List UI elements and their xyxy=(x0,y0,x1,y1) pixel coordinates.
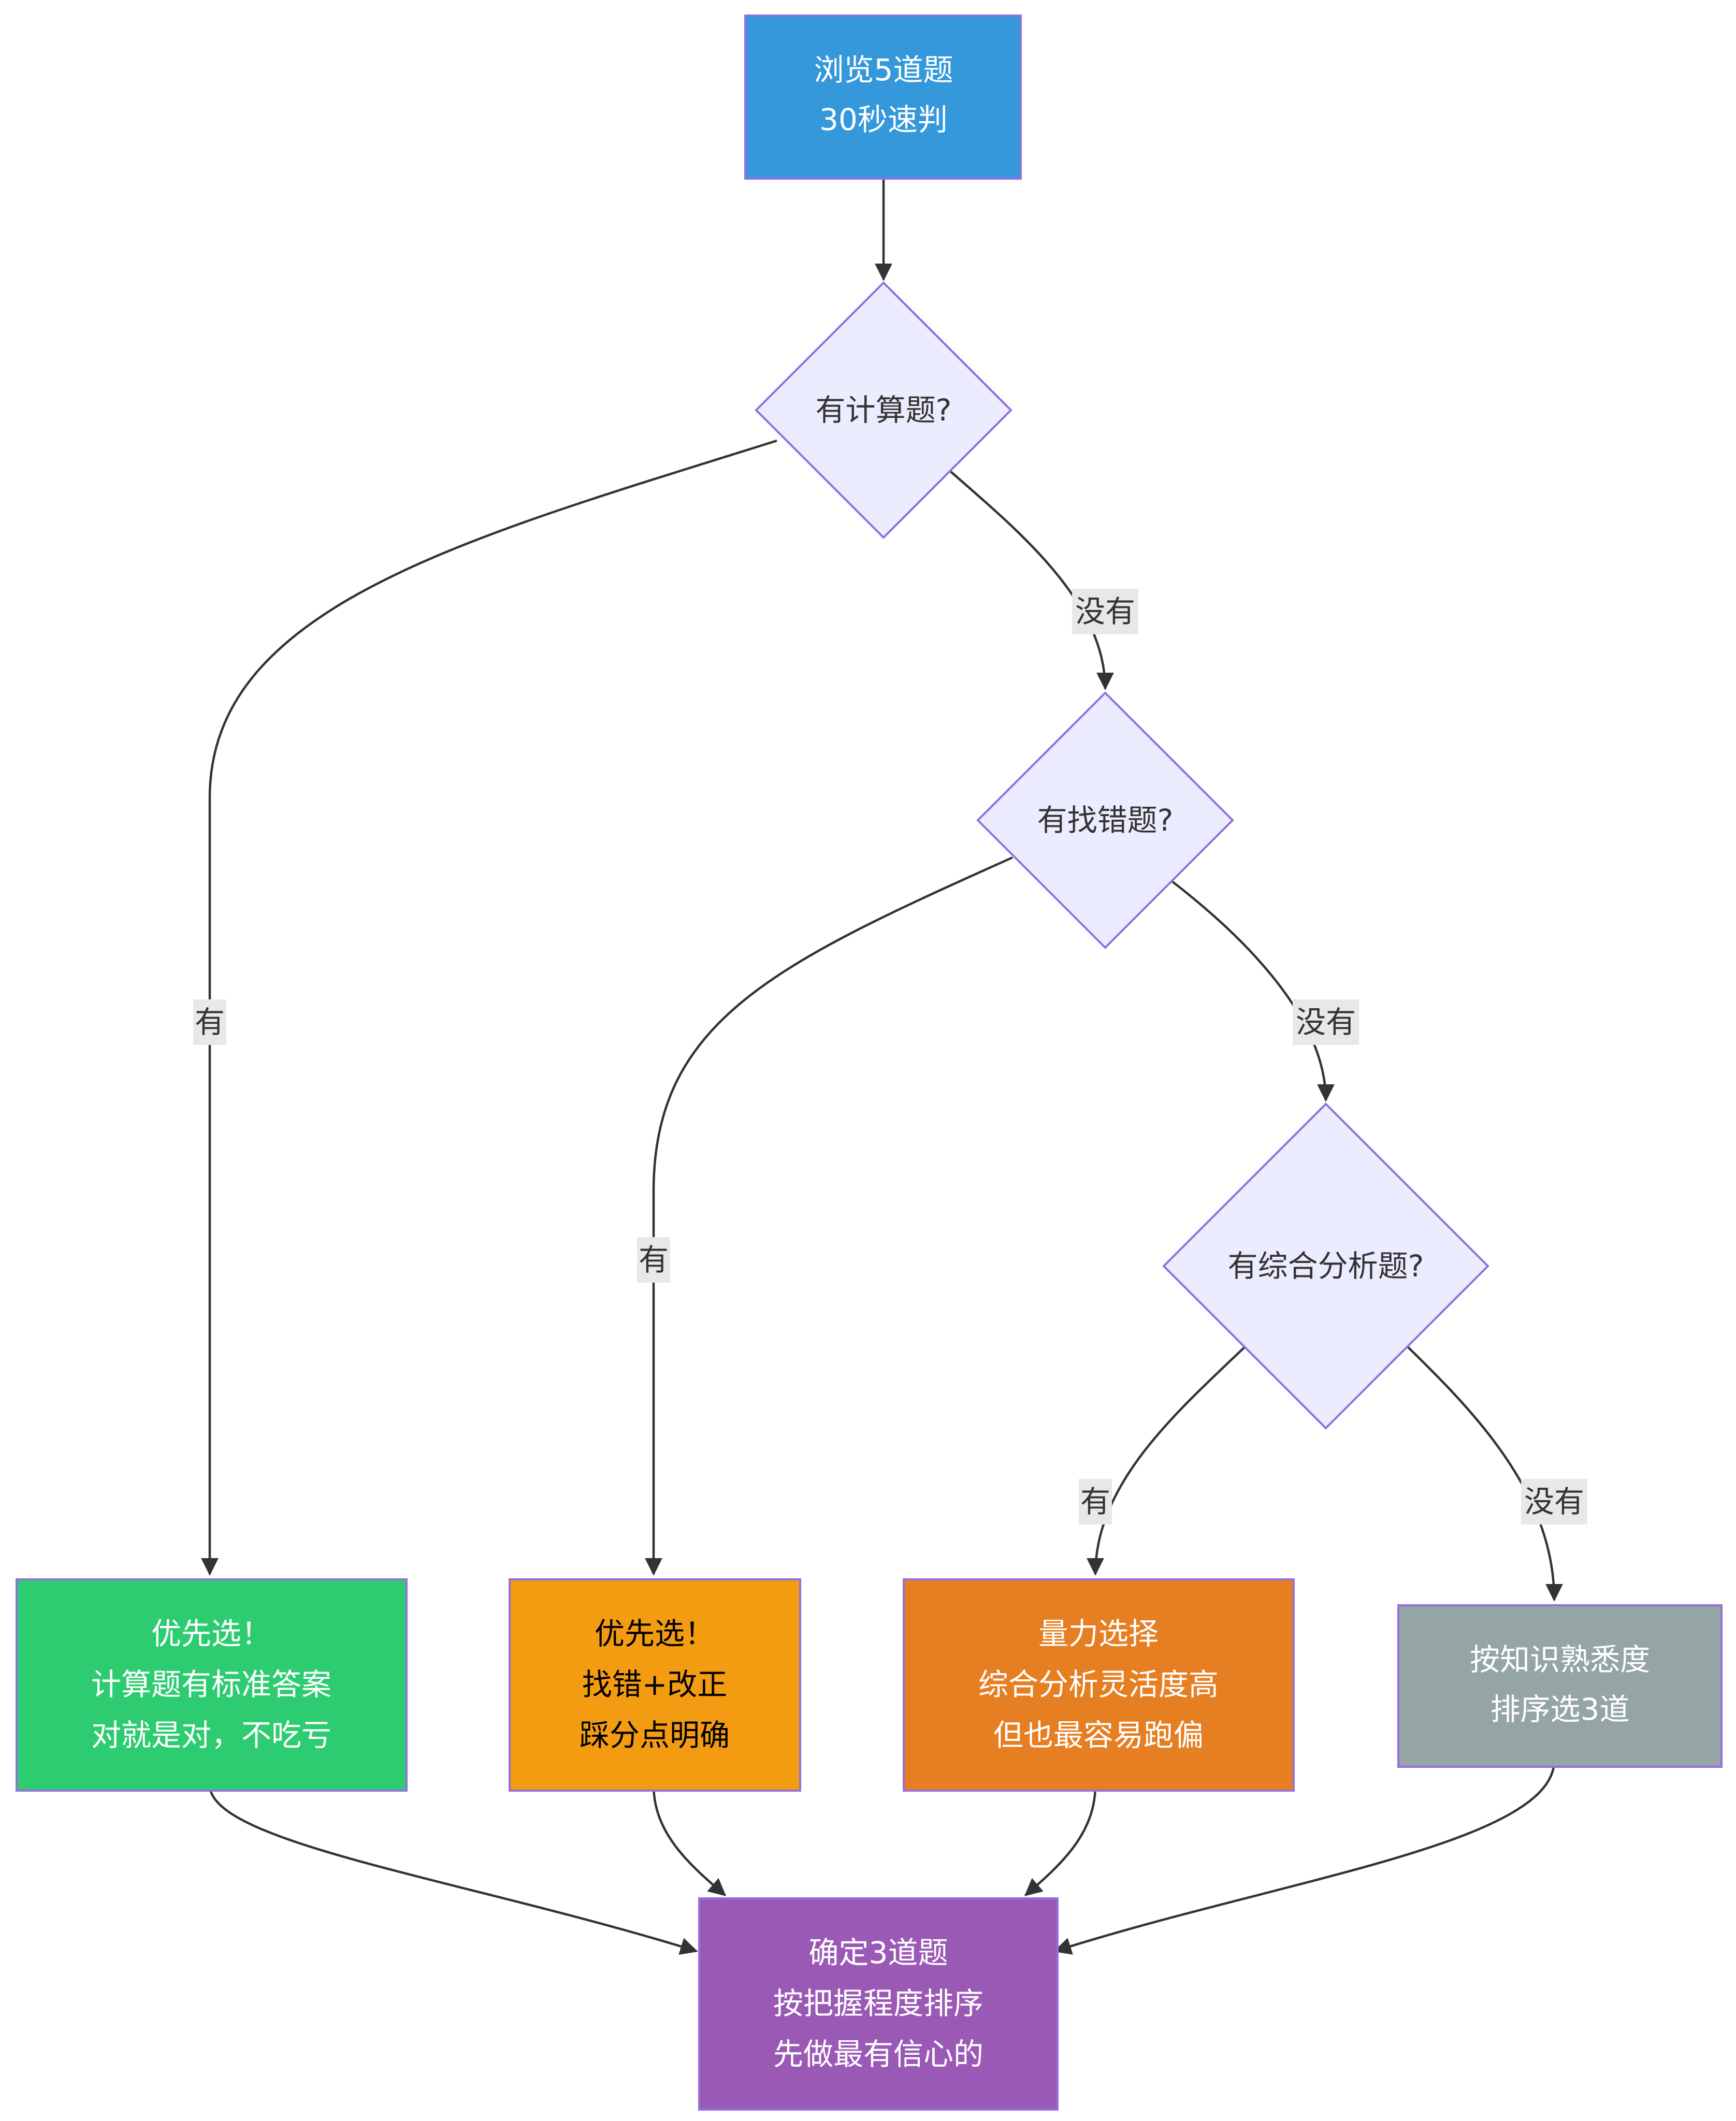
edge-label-analysis-no: 没有 xyxy=(1521,1479,1587,1524)
node-q-error-diamond xyxy=(976,691,1234,949)
edge-label-error-no-text: 没有 xyxy=(1296,1005,1356,1040)
node-final-line-3: 先做最有信心的 xyxy=(773,2037,983,2072)
node-start-line-2: 30秒速判 xyxy=(819,102,948,137)
node-q-error: 有找错题? xyxy=(976,691,1234,949)
node-q-analysis-text: 有综合分析题? xyxy=(1228,1248,1424,1284)
node-final: 确定3道题 按把握程度排序 先做最有信心的 xyxy=(698,1897,1059,2111)
node-q-analysis: 有综合分析题? xyxy=(1162,1102,1489,1430)
edge-label-analysis-yes-text: 有 xyxy=(1080,1484,1110,1519)
node-start-box xyxy=(744,14,1022,180)
node-familiar-line-1: 按知识熟悉度 xyxy=(1470,1642,1650,1677)
node-familiar-line-2: 排序选3道 xyxy=(1491,1692,1630,1727)
node-error-first-line-3: 踩分点明确 xyxy=(580,1718,730,1753)
node-calc-first-box xyxy=(16,1578,408,1792)
nodes: 浏览5道题 30秒速判 有计算题? 有找错题? 有综合分析题? 优先选！ 计算题… xyxy=(16,14,1723,2111)
edge-familiar-to-final xyxy=(1053,1760,1556,1955)
node-final-box xyxy=(698,1897,1059,2111)
edge-calc-no xyxy=(950,471,1114,690)
edge-analysis-to-final xyxy=(1024,1784,1097,1896)
node-error-first: 优先选！ 找错+改正 踩分点明确 xyxy=(509,1578,801,1792)
edge-label-error-yes-text: 有 xyxy=(639,1242,669,1277)
edge-error-first-to-final xyxy=(652,1784,727,1896)
edge-label-calc-yes-text: 有 xyxy=(195,1005,225,1040)
node-start-line-1: 浏览5道题 xyxy=(814,52,953,88)
node-start: 浏览5道题 30秒速判 xyxy=(744,14,1022,180)
node-q-error-text: 有找错题? xyxy=(1037,803,1174,838)
node-calc-first-line-3: 对就是对，不吃亏 xyxy=(91,1718,331,1753)
node-analysis-line-1: 量力选择 xyxy=(1038,1616,1159,1651)
node-calc-first-line-2: 计算题有标准答案 xyxy=(91,1667,331,1702)
node-analysis: 量力选择 综合分析灵活度高 但也最容易跑偏 xyxy=(903,1578,1295,1792)
node-q-analysis-diamond xyxy=(1162,1102,1489,1430)
edge-error-no xyxy=(1171,880,1335,1102)
node-analysis-box xyxy=(903,1578,1295,1792)
node-analysis-line-3: 但也最容易跑偏 xyxy=(993,1718,1204,1753)
edge-label-analysis-yes: 有 xyxy=(1079,1479,1112,1524)
node-familiar: 按知识熟悉度 排序选3道 xyxy=(1397,1604,1723,1768)
edges xyxy=(201,179,1563,1955)
edge-calc-first-to-final xyxy=(208,1784,698,1955)
node-calc-first: 优先选！ 计算题有标准答案 对就是对，不吃亏 xyxy=(16,1578,408,1792)
node-error-first-box xyxy=(509,1578,801,1792)
edge-label-error-no: 没有 xyxy=(1293,999,1359,1045)
edge-calc-yes xyxy=(201,439,777,1576)
node-familiar-box xyxy=(1397,1604,1723,1768)
node-analysis-line-2: 综合分析灵活度高 xyxy=(978,1667,1219,1702)
edge-analysis-yes xyxy=(1087,1343,1249,1576)
node-calc-first-line-1: 优先选！ xyxy=(151,1616,271,1651)
node-q-calc: 有计算题? xyxy=(755,281,1012,539)
edge-label-calc-no-text: 没有 xyxy=(1075,594,1135,629)
node-q-calc-diamond xyxy=(755,281,1012,539)
node-error-first-line-1: 优先选！ xyxy=(595,1616,715,1651)
edge-error-yes xyxy=(645,856,1013,1576)
edge-label-analysis-no-text: 没有 xyxy=(1524,1484,1584,1519)
node-final-line-2: 按把握程度排序 xyxy=(773,1986,983,2021)
node-error-first-line-2: 找错+改正 xyxy=(582,1667,728,1702)
node-q-calc-text: 有计算题? xyxy=(816,393,952,428)
edge-analysis-no xyxy=(1404,1343,1563,1602)
edge-label-error-yes: 有 xyxy=(637,1237,670,1283)
node-final-line-1: 确定3道题 xyxy=(809,1935,948,1970)
edge-labels: 没有 有 没有 有 有 没有 xyxy=(193,589,1587,1524)
edge-label-calc-no: 没有 xyxy=(1072,589,1138,634)
edge-label-calc-yes: 有 xyxy=(193,999,226,1045)
